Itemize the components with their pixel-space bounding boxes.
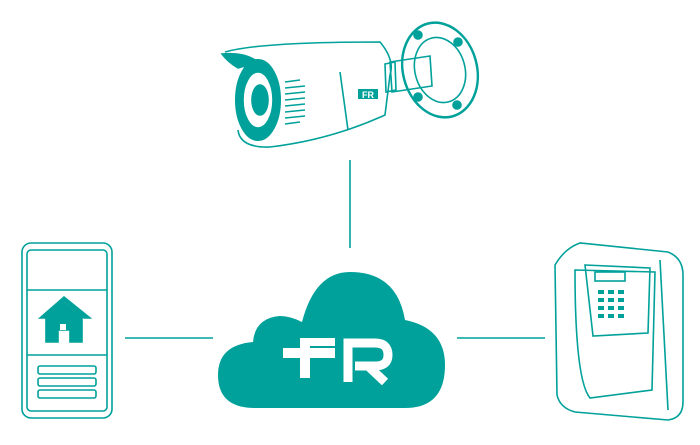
cloud-logo-icon	[218, 272, 445, 408]
alarm-keypad-icon	[554, 242, 684, 421]
security-camera-icon: FR	[220, 21, 480, 148]
smart-home-phone-icon	[21, 242, 113, 419]
camera-logo-text: FR	[362, 90, 374, 100]
